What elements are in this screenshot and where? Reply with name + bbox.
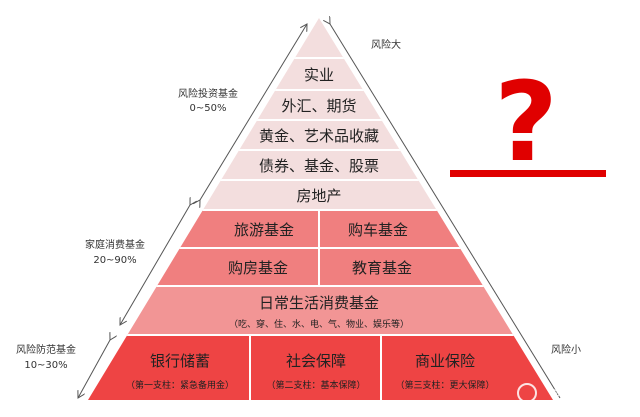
risk-high-label: 风险大 (371, 38, 401, 51)
bank-savings-detail: （第一支柱：紧急备用金） (126, 379, 234, 391)
tier-realestate: 房地产 (296, 187, 341, 205)
question-mark: ? (494, 58, 558, 186)
social-security: 社会保障 (286, 352, 346, 370)
family-fund-label: 家庭消费基金 (85, 238, 145, 251)
travel-fund: 旅游基金 (234, 221, 294, 239)
education-fund: 教育基金 (352, 259, 412, 277)
watermark-logo-icon (517, 383, 537, 403)
daily-fund-detail: （吃、穿、住、水、电、气、物业、娱乐等） (229, 318, 409, 330)
watermark-text: 头条问答 (552, 385, 608, 402)
invest-fund-label: 风险投资基金 (178, 87, 238, 100)
invest-range-arrow (200, 24, 307, 200)
bank-savings: 银行储蓄 (150, 352, 210, 370)
tier-gold: 黄金、艺术品收藏 (259, 127, 379, 145)
commercial-insurance-detail: （第三支柱：更大保障） (395, 379, 494, 391)
commercial-insurance: 商业保险 (415, 352, 475, 370)
bottom-section (88, 335, 553, 400)
daily-fund: 日常生活消费基金 (259, 294, 379, 312)
watermark: 头条问答 (517, 383, 608, 403)
protect-fund-pct: 10~30% (24, 360, 67, 371)
tier-forex: 外汇、期货 (281, 97, 356, 115)
tier-industry: 实业 (304, 66, 334, 84)
protect-range-arrow (78, 340, 110, 398)
family-fund-pct: 20~90% (93, 255, 136, 266)
social-security-detail: （第二支柱：基本保障） (266, 379, 365, 391)
car-fund: 购车基金 (348, 221, 408, 239)
tier-securities: 债券、基金、股票 (259, 157, 379, 175)
risk-arrow (330, 24, 561, 399)
risk-low-label: 风险小 (551, 343, 581, 356)
house-fund: 购房基金 (228, 259, 288, 277)
invest-fund-pct: 0~50% (190, 103, 227, 114)
family-range-arrow (120, 205, 190, 325)
question-underline (450, 170, 606, 177)
protect-fund-label: 风险防范基金 (16, 343, 76, 356)
